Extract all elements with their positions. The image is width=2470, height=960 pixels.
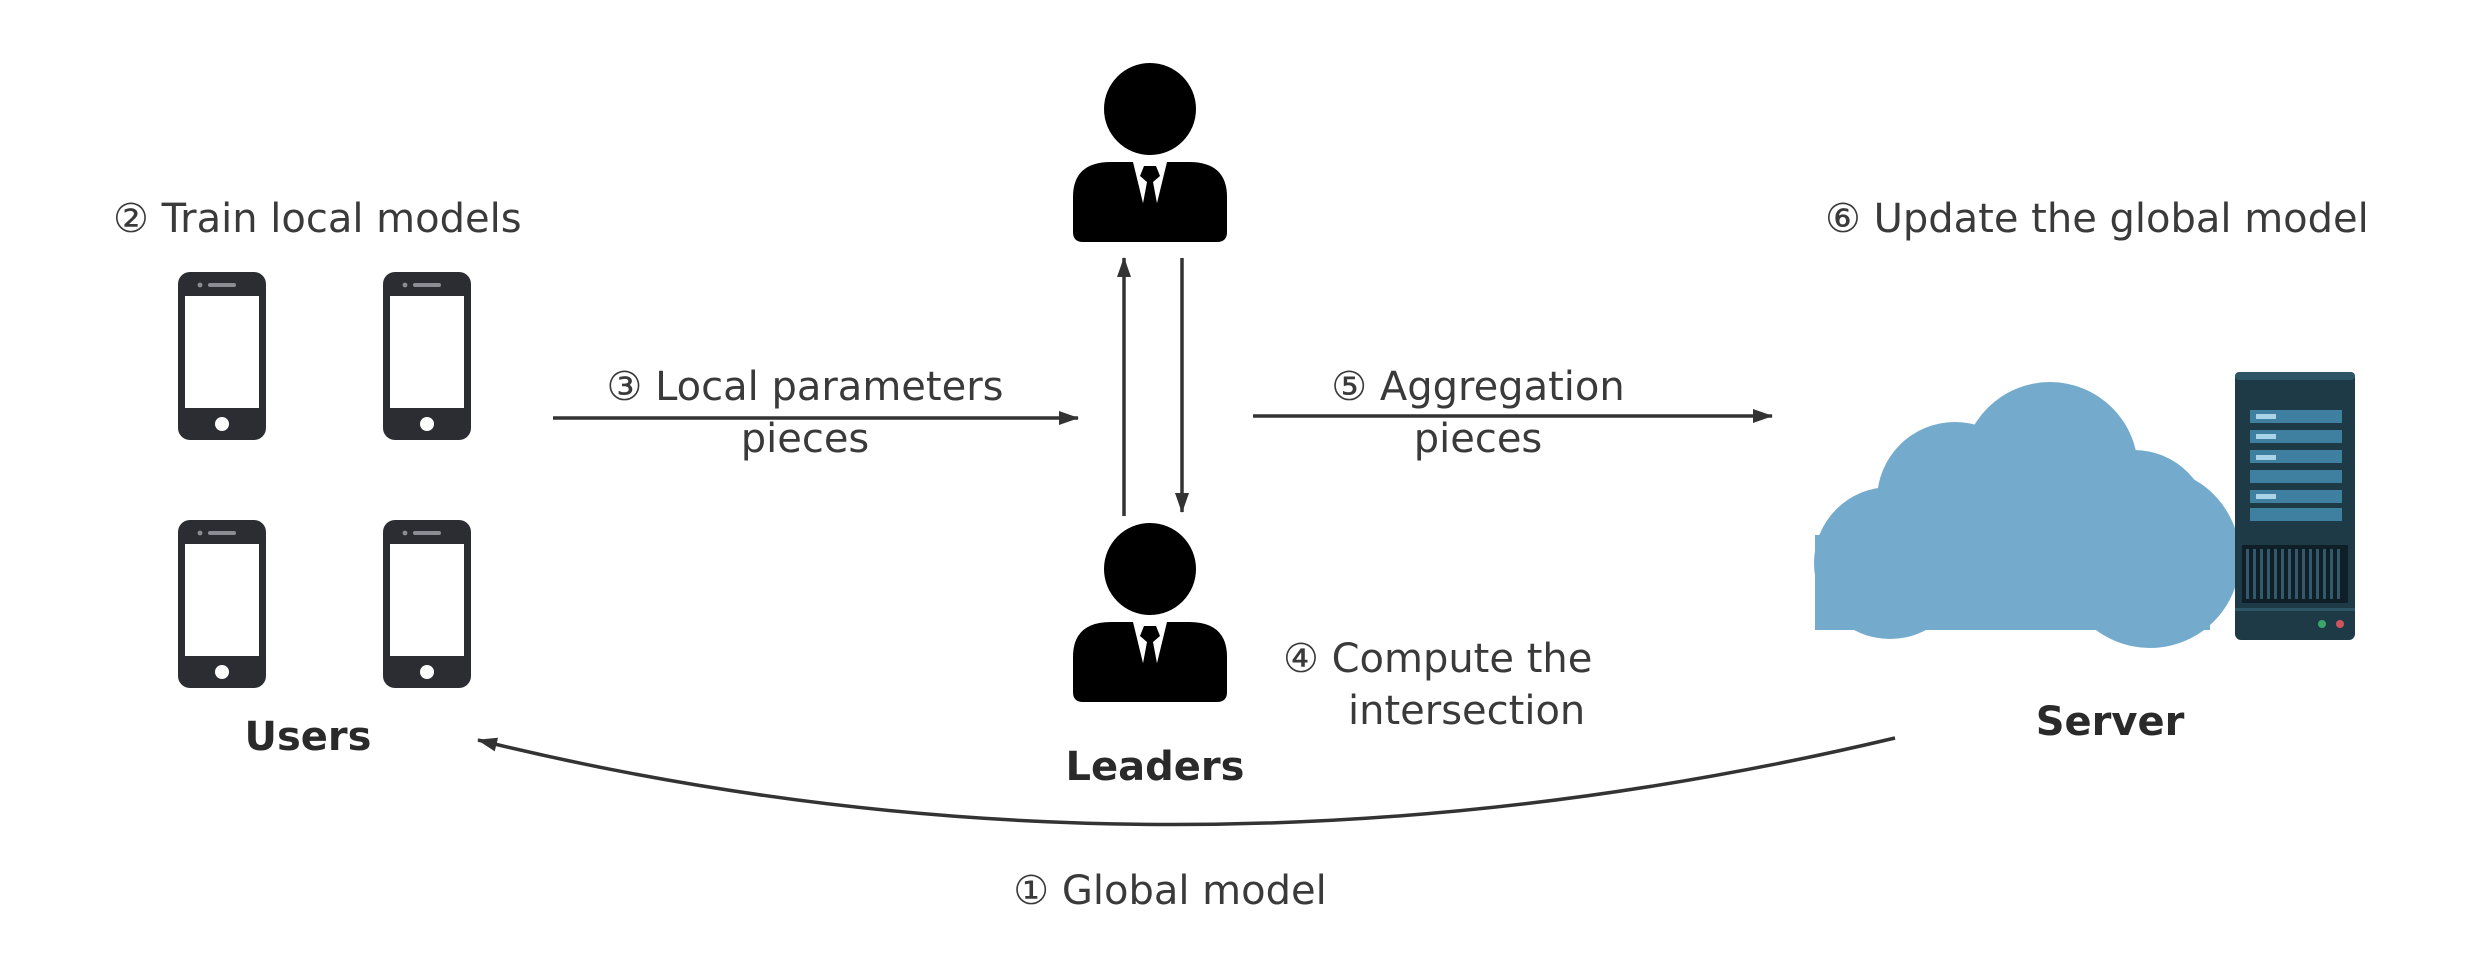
node-leaders-label: Leaders [1066, 744, 1245, 790]
step-intersection-label: ④ Compute the [1283, 636, 1592, 682]
server-rack-icon [2235, 372, 2355, 640]
step-global-model-label: ① Global model [1013, 868, 1326, 914]
step-train-label: ② Train local models [113, 196, 522, 242]
smartphone-icon [178, 520, 266, 688]
node-users-label: Users [245, 714, 372, 760]
arrow-server-to-users [477, 736, 1896, 827]
step-local-params-label-line2: pieces [741, 416, 870, 462]
arrows [477, 257, 1896, 827]
person-icon [1073, 63, 1227, 242]
cloud-icon [1814, 382, 2240, 648]
step-intersection-label-line2: intersection [1348, 688, 1585, 734]
smartphone-icon [178, 272, 266, 440]
node-server-label: Server [2036, 699, 2185, 745]
users-group [178, 272, 471, 688]
step-aggregation-label-line2: pieces [1414, 416, 1543, 462]
smartphone-icon [383, 520, 471, 688]
step-update-label: ⑥ Update the global model [1825, 196, 2369, 242]
person-icon [1073, 523, 1227, 702]
step-local-params-label: ③ Local parameters [607, 364, 1004, 410]
smartphone-icon [383, 272, 471, 440]
step-aggregation-label: ⑤ Aggregation [1331, 364, 1624, 410]
